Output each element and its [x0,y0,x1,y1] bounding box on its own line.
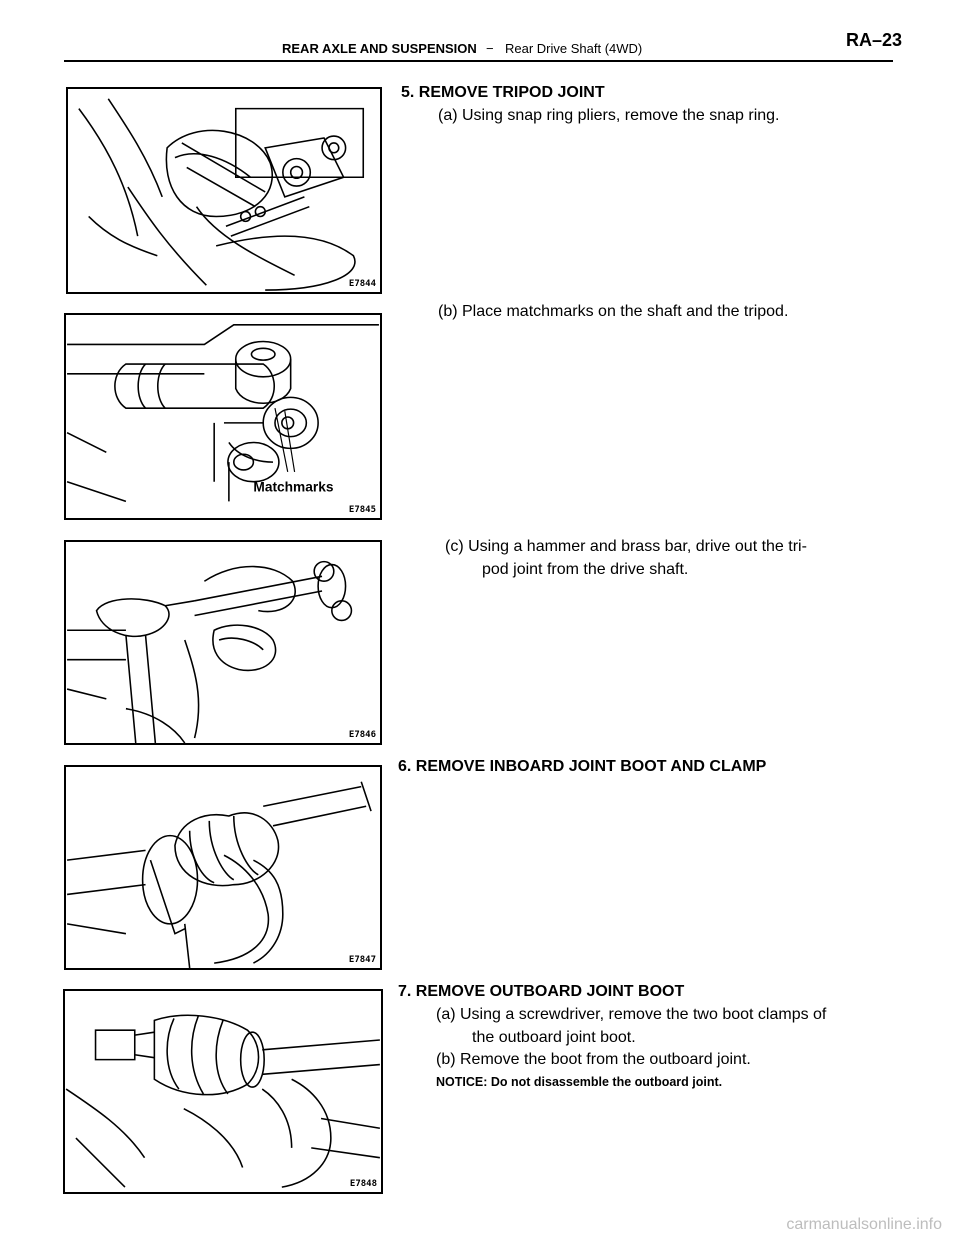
illustration-snap-ring-pliers [78,98,365,291]
watermark: carmanualsonline.info [786,1216,942,1233]
illustration-tripod-matchmarks: Matchmarks [66,324,379,503]
step-5b-text: (b) Place matchmarks on the shaft and th… [438,303,789,320]
step-7a-text-line1: (a) Using a screwdriver, remove the two … [436,1006,827,1023]
notice-text: NOTICE: Do not disassemble the outboard … [436,1075,723,1089]
figure-hammer-drive-out: E7846 [64,540,382,745]
header-rule [64,60,893,62]
step-7a-text-line2: the outboard joint boot. [472,1029,636,1046]
step-7b-text: (b) Remove the boot from the outboard jo… [436,1051,751,1068]
figure-snap-ring-removal: E7844 [66,87,382,294]
step-6-title: 6. REMOVE INBOARD JOINT BOOT AND CLAMP [398,758,767,775]
header-separator: − [486,41,494,56]
figure-code: E7845 [348,505,376,515]
figure-inboard-boot: E7847 [64,765,382,970]
illustration-hammer-brass-bar [66,560,353,743]
page-number: RA–23 [846,30,903,50]
matchmarks-label: Matchmarks [253,480,333,495]
header-section-title: REAR AXLE AND SUSPENSION [282,41,477,56]
header-subsection-title: Rear Drive Shaft (4WD) [505,41,643,56]
step-5-title: 5. REMOVE TRIPOD JOINT [401,84,605,101]
step-5c-text-line2: pod joint from the drive shaft. [482,561,689,578]
step-5c-text-line1: (c) Using a hammer and brass bar, drive … [445,538,807,555]
step-7-title: 7. REMOVE OUTBOARD JOINT BOOT [398,983,685,1000]
illustration-inboard-boot-clamp [66,781,372,968]
figure-matchmarks: Matchmarks E7845 [64,313,382,520]
figure-outboard-boot: E7848 [63,989,383,1194]
figure-code: E7848 [349,1179,377,1189]
figure-code: E7846 [348,730,376,740]
figure-code: E7844 [348,279,376,289]
illustration-outboard-boot [65,1014,381,1188]
figure-code: E7847 [348,955,376,965]
step-5a-text: (a) Using snap ring pliers, remove the s… [438,107,780,124]
